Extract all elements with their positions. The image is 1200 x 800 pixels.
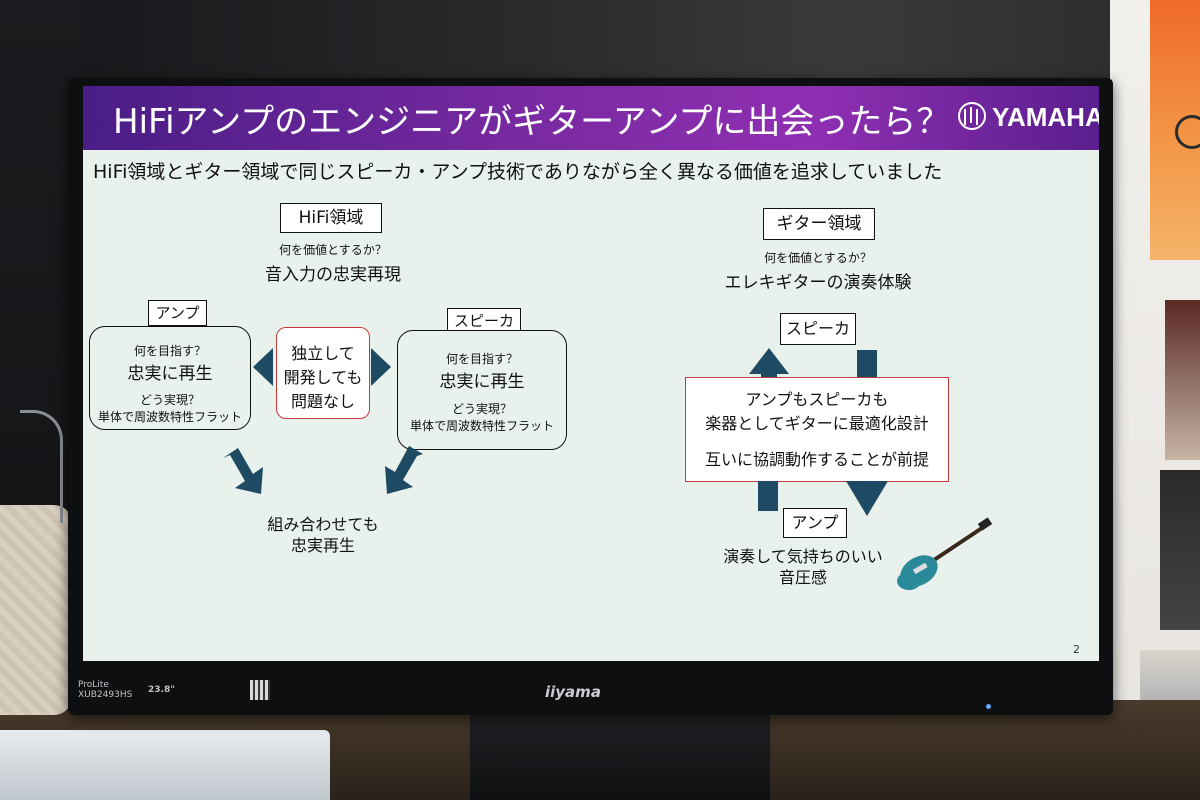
hifi-result-line2: 忠実再生 <box>290 536 355 555</box>
hifi-result-line1: 組み合わせても <box>267 515 379 534</box>
hifi-question: 何を価値とするか？ <box>279 243 387 257</box>
hifi-amp-box: 何を目指す？ 忠実に再生 どう実現？ 単体で周波数特性フラット <box>89 326 251 430</box>
hifi-amp-goal-q: 何を目指す？ <box>133 344 206 358</box>
hifi-heading: HiFi領域 <box>280 203 382 233</box>
monitor-size: 23.8" <box>148 685 175 695</box>
diagram-arrows <box>223 348 993 590</box>
guitar-center-line2: 楽器としてギターに最適化設計 <box>705 414 929 433</box>
hifi-amp-goal: 忠実に再生 <box>127 364 213 384</box>
guitar-result-line2: 音圧感 <box>778 568 827 587</box>
hifi-middle-line1: 独立して <box>291 344 355 363</box>
arrow-up-shaft <box>758 481 778 511</box>
qr-code-icon <box>250 680 270 700</box>
poster-logo-icon <box>1175 115 1200 149</box>
guitar-value: エレキギターの演奏体験 <box>724 273 912 293</box>
guitar-result-line1: 演奏して気持ちのいい <box>723 547 883 566</box>
hifi-middle-line2: 開発しても <box>283 368 363 387</box>
hifi-speaker-how: 単体で周波数特性フラット <box>409 419 554 433</box>
hifi-amp-label: アンプ <box>148 300 207 326</box>
arrow-down-left-icon <box>385 446 423 494</box>
arrow-down-shaft <box>857 350 877 377</box>
guitar-question: 何を価値とするか？ <box>764 251 872 265</box>
arrow-down-right-icon <box>223 448 263 494</box>
hifi-speaker-how-q: どう実現？ <box>451 402 512 416</box>
tray <box>0 730 330 800</box>
monitor-stand <box>470 712 770 800</box>
hifi-speaker-goal-q: 何を目指す？ <box>445 352 518 366</box>
logo-text: YAMAHA <box>992 102 1099 132</box>
monitor-brand: iiyama <box>545 683 601 701</box>
background-wall <box>0 0 1200 90</box>
guitar-heading: ギター領域 <box>763 208 875 240</box>
electric-guitar-icon <box>897 517 993 590</box>
yamaha-tuning-fork-icon <box>958 102 986 131</box>
arrow-down-icon <box>846 481 888 516</box>
arrow-left-icon <box>253 348 273 386</box>
hifi-speaker-goal: 忠実に再生 <box>439 372 525 392</box>
page-number: 2 <box>1073 643 1080 656</box>
hifi-value: 音入力の忠実再現 <box>265 265 401 285</box>
monitor-model-line1: ProLite <box>78 680 109 690</box>
arrow-right-icon <box>371 348 391 386</box>
arrow-up-icon <box>749 348 789 377</box>
guitar-amp-label: アンプ <box>783 508 847 538</box>
hifi-amp-how-q: どう実現？ <box>139 393 200 407</box>
monitor-model-line2: XUB2493HS <box>78 690 133 700</box>
cushion <box>0 505 72 715</box>
cable <box>20 410 63 523</box>
guitar-center-line1: アンプもスピーカも <box>745 390 889 409</box>
slide-screen: HiFiアンプのエンジニアがギターアンプに出会ったら？ YAMAHA HiFi領… <box>83 86 1099 661</box>
yamaha-logo: YAMAHA <box>958 102 1099 133</box>
poster-photo <box>1165 300 1200 460</box>
title-bar: HiFiアンプのエンジニアがギターアンプに出会ったら？ YAMAHA <box>83 86 1099 150</box>
power-led-icon <box>986 704 991 709</box>
hifi-independent-box: 独立して 開発しても 問題なし <box>276 327 370 419</box>
hifi-amp-how: 単体で周波数特性フラット <box>97 410 242 424</box>
guitar-speaker-label: スピーカ <box>780 313 856 345</box>
hifi-middle-line3: 問題なし <box>290 392 355 411</box>
hifi-speaker-label: スピーカ <box>447 308 521 334</box>
guitar-center-line4: 互いに協調動作することが前提 <box>704 450 929 469</box>
hifi-speaker-box: 何を目指す？ 忠実に再生 どう実現？ 単体で周波数特性フラット <box>397 330 567 450</box>
slide-subtitle: HiFi領域とギター領域で同じスピーカ・アンプ技術でありながら全く異なる価値を追… <box>93 161 943 183</box>
guitar-center-box: アンプもスピーカも 楽器としてギターに最適化設計 互いに協調動作することが前提 <box>685 377 949 482</box>
slide-title: HiFiアンプのエンジニアがギターアンプに出会ったら？ <box>113 102 951 142</box>
poster-photo <box>1160 470 1200 630</box>
